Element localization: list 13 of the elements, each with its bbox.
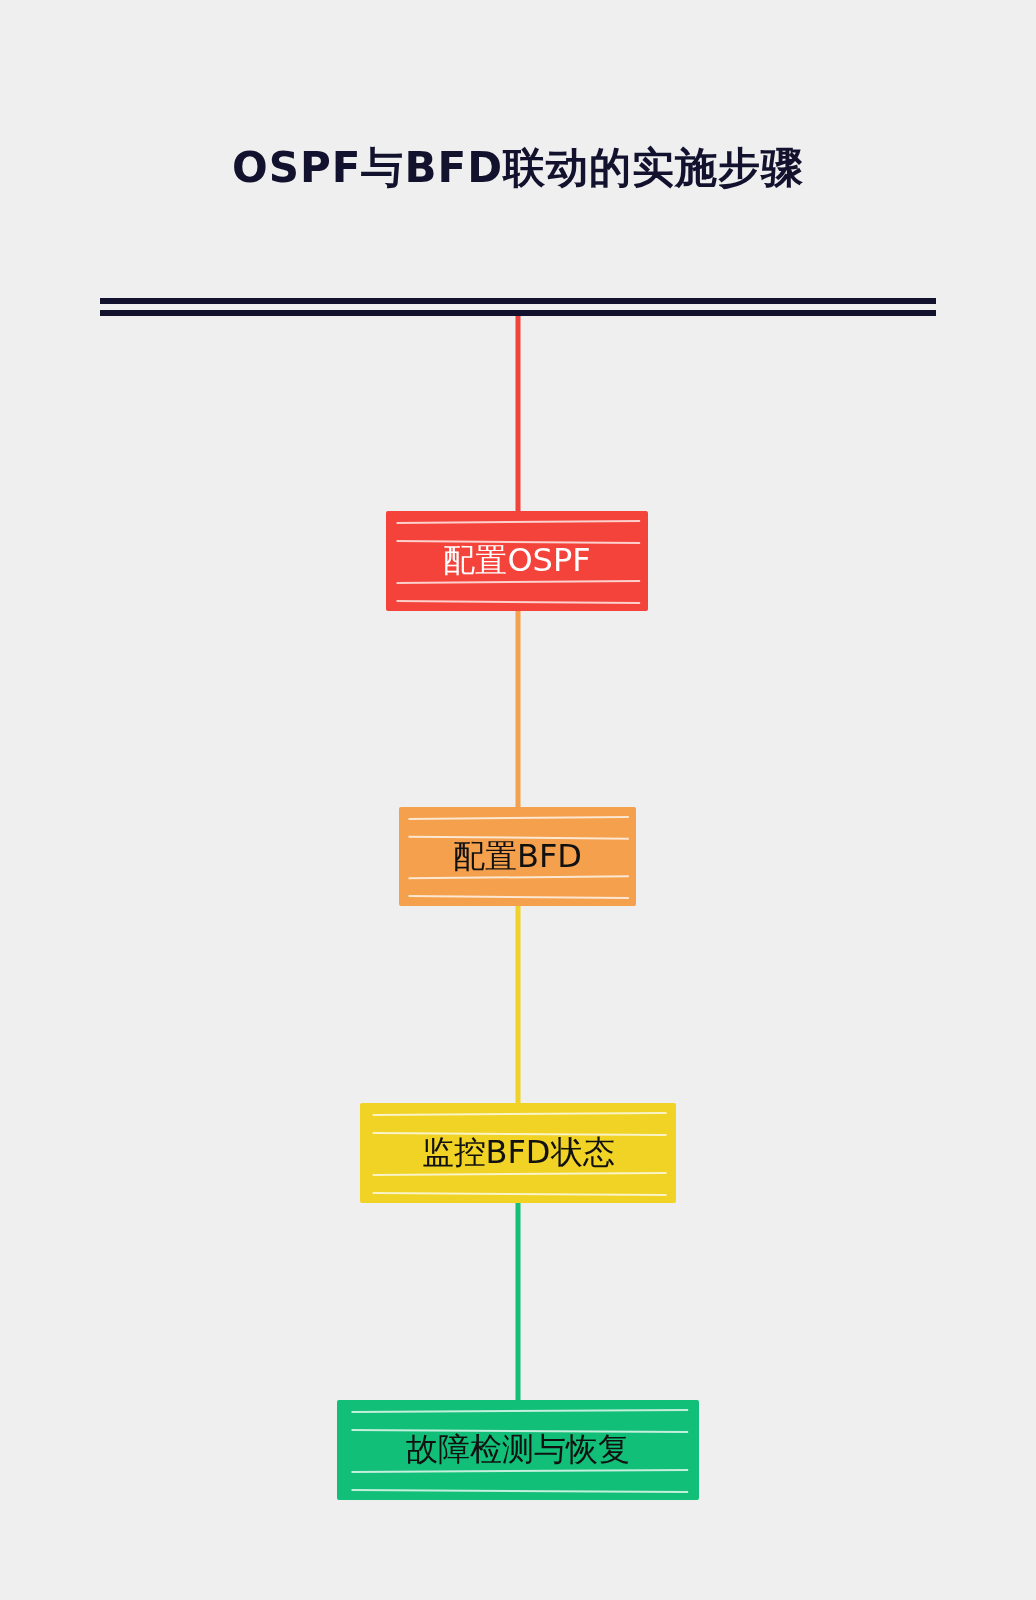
step-box (337, 1400, 699, 1500)
step-label: 配置BFD (453, 835, 582, 877)
diagram-title: OSPF与BFD联动的实施步骤 (231, 142, 805, 194)
step-box (399, 807, 636, 906)
step-box (386, 511, 648, 611)
connector-line (515, 1203, 521, 1400)
step-box (360, 1103, 676, 1203)
connector-line (515, 316, 521, 511)
connector-line (515, 611, 521, 807)
step-label: 配置OSPF (443, 540, 591, 581)
step-label: 故障检测与恢复 (406, 1429, 630, 1470)
connector-line (515, 906, 521, 1103)
step-label: 监控BFD状态 (421, 1132, 615, 1173)
